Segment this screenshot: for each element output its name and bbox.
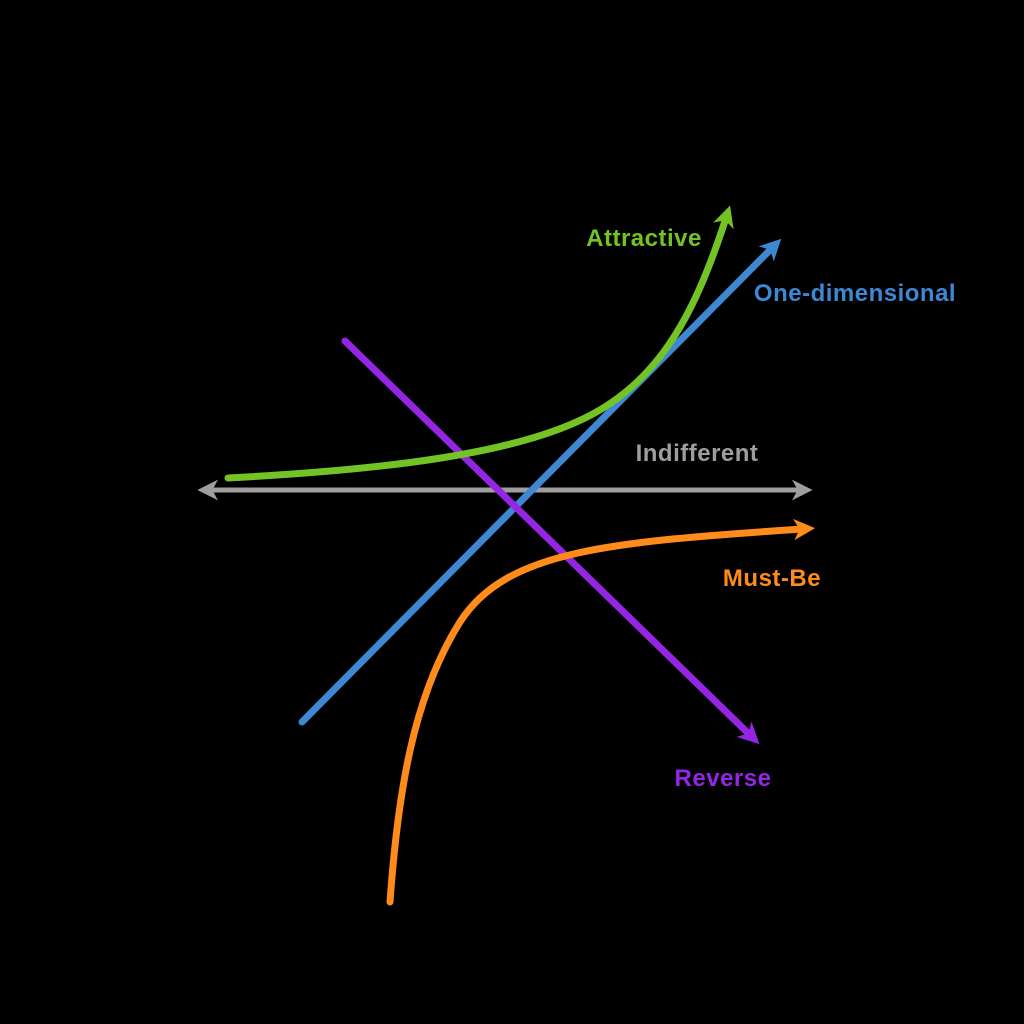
one-dimensional-line (298, 238, 782, 726)
reverse-label: Reverse (674, 765, 772, 792)
one-dimensional-label: One-dimensional (753, 280, 957, 307)
attractive-label: Attractive (586, 225, 702, 252)
reverse-line (341, 337, 760, 745)
attractive-curve (224, 205, 734, 482)
must-be-curve (386, 518, 816, 906)
indifferent-label: Indifferent (635, 440, 759, 467)
must-be-label: Must-Be (722, 565, 822, 592)
